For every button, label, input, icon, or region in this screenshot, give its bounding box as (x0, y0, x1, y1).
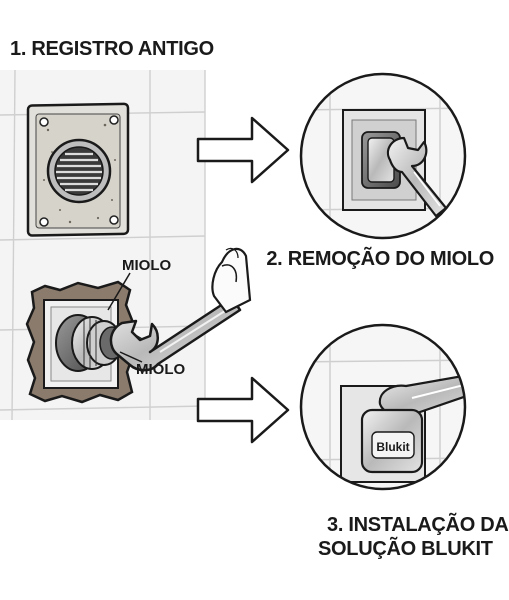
screw-icon (39, 115, 119, 227)
miolo-callout-bottom: MIOLO (136, 361, 186, 378)
detail-circle-installation: Blukit (299, 323, 467, 491)
step3-label-line2: SOLUÇÃO BLUKIT (318, 538, 493, 560)
arrow-right-icon (196, 376, 290, 444)
step2-label: 2. REMOÇÃO DO MIOLO (266, 248, 494, 270)
old-register-plate (26, 102, 130, 237)
arrow-right-icon (196, 116, 290, 184)
step3-label-line1: 3. INSTALAÇÃO DA (327, 514, 509, 536)
miolo-callout-top: MIOLO (122, 257, 172, 274)
blukit-logo: Blukit (376, 440, 409, 454)
miolo-leader-top (107, 272, 131, 311)
hand-icon (211, 247, 252, 314)
step1-label: 1. REGISTRO ANTIGO (10, 38, 214, 60)
wrench-icon (109, 296, 242, 372)
detail-circle-removal (299, 72, 467, 240)
miolo-leader-bottom (119, 351, 143, 363)
